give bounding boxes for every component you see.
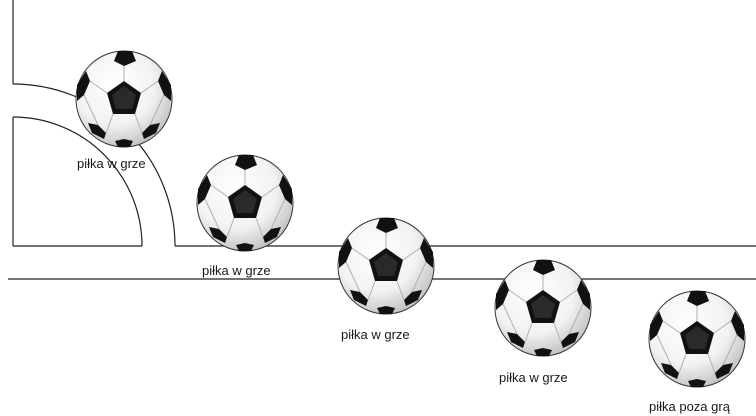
inner-corner-arc bbox=[12, 116, 143, 247]
football-1 bbox=[75, 50, 173, 148]
football-5 bbox=[648, 290, 746, 388]
football-2 bbox=[196, 154, 294, 252]
ball-label-2: piłka w grze bbox=[202, 263, 271, 278]
ball-label-5: piłka poza grą bbox=[649, 399, 730, 414]
football-3 bbox=[337, 217, 435, 315]
ball-label-1: piłka w grze bbox=[77, 156, 146, 171]
ball-label-3: piłka w grze bbox=[341, 327, 410, 342]
football-4 bbox=[494, 259, 592, 357]
ball-label-4: piłka w grze bbox=[499, 370, 568, 385]
